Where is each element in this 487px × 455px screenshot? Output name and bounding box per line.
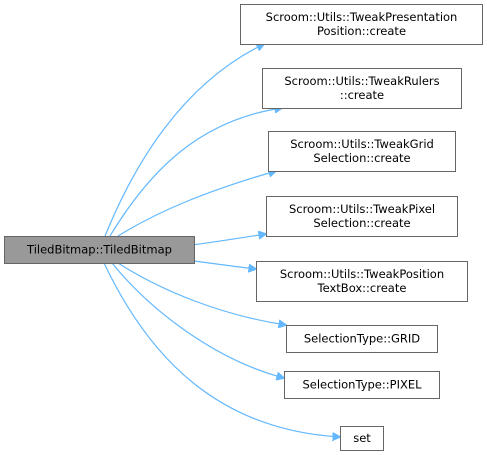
callee-node-label: Position::create: [317, 24, 406, 38]
callee-node-label: Scroom::Utils::TweakPresentation: [266, 10, 458, 24]
callee-node-label: Scroom::Utils::TweakPixel: [289, 202, 435, 216]
edge-root-to-n4: [191, 234, 266, 246]
callee-node-label: SelectionType::GRID: [304, 332, 420, 346]
edge-root-to-n2: [109, 108, 282, 237]
callee-node-label: Selection::create: [313, 151, 410, 165]
nodes-layer: TiledBitmap::TiledBitmapScroom::Utils::T…: [4, 4, 483, 451]
callee-node[interactable]: Scroom::Utils::TweakPixelSelection::crea…: [266, 196, 458, 237]
callee-node-box[interactable]: [262, 68, 462, 109]
edges-layer: [103, 44, 340, 437]
callee-node-box[interactable]: [286, 325, 438, 353]
edge-root-to-n3: [117, 171, 276, 237]
callee-node[interactable]: Scroom::Utils::TweakGridSelection::creat…: [268, 131, 456, 172]
callee-node-label: ::create: [340, 88, 384, 102]
callee-node[interactable]: Scroom::Utils::TweakRulers::create: [262, 68, 462, 109]
callee-node-label: Scroom::Utils::TweakRulers: [284, 74, 439, 88]
edge-root-to-n6: [117, 262, 286, 325]
edge-root-to-n7: [111, 262, 284, 378]
callee-node-label: Selection::create: [313, 216, 410, 230]
callee-node-box[interactable]: [256, 261, 468, 302]
edge-root-to-n8: [103, 262, 340, 437]
callee-node-label: SelectionType::PIXEL: [302, 378, 422, 392]
root-node[interactable]: TiledBitmap::TiledBitmap: [4, 236, 195, 264]
callee-node-label: Scroom::Utils::TweakGrid: [290, 137, 434, 151]
callee-node[interactable]: SelectionType::GRID: [286, 325, 438, 353]
callee-node-label: Scroom::Utils::TweakPosition: [280, 267, 444, 281]
root-node-box[interactable]: [4, 236, 195, 264]
callee-node[interactable]: SelectionType::PIXEL: [284, 371, 440, 399]
callee-node-label: TextBox::create: [317, 281, 407, 295]
callee-node-box[interactable]: [340, 426, 384, 451]
root-node-label: TiledBitmap::TiledBitmap: [26, 243, 172, 257]
callee-node-box[interactable]: [284, 371, 440, 399]
callee-node[interactable]: Scroom::Utils::TweakPresentationPosition…: [240, 4, 483, 45]
callee-node-box[interactable]: [268, 131, 456, 172]
callee-node[interactable]: Scroom::Utils::TweakPositionTextBox::cre…: [256, 261, 468, 302]
callee-node[interactable]: set: [340, 426, 384, 451]
edge-root-to-n1: [104, 44, 264, 237]
callee-node-label: set: [353, 431, 371, 445]
callee-node-box[interactable]: [240, 4, 483, 45]
edge-root-to-n5: [193, 260, 256, 269]
callee-node-box[interactable]: [266, 196, 458, 237]
